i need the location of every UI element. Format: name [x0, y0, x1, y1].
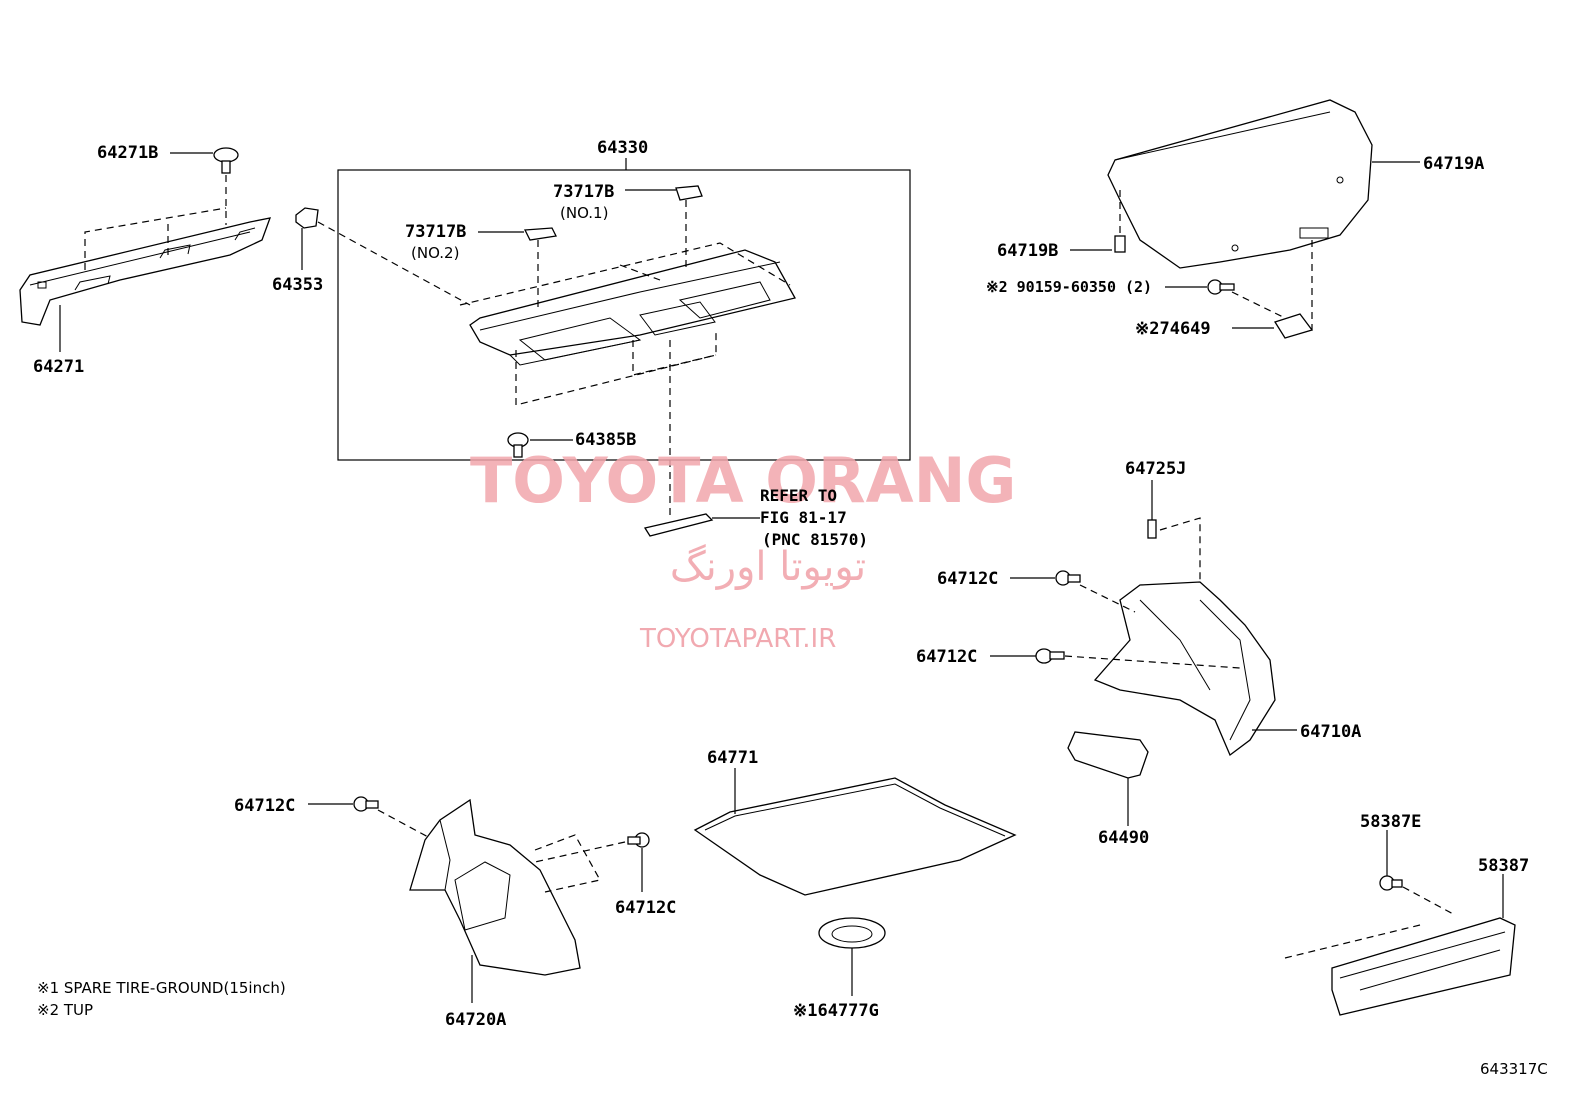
label-58387E: 58387E: [1360, 812, 1421, 832]
label-64777G: ※164777G: [793, 1001, 879, 1021]
part-64719A-trunk-lid-lining: [1107, 99, 1373, 269]
label-64771: 64771: [707, 748, 758, 768]
clip-64712C-d-icon: [627, 832, 650, 848]
clip-64712C-a-icon: [1055, 570, 1081, 586]
label-73717B-no1-sub: (NO.1): [560, 204, 608, 222]
part-64490-bracket: [1067, 731, 1149, 779]
note-2: ※2 TUP: [37, 1001, 93, 1019]
label-64712C-a: 64712C: [937, 569, 998, 589]
label-64385B: 64385B: [575, 430, 636, 450]
label-90159-60350: ※2 90159-60350 (2): [986, 278, 1152, 296]
clip-73717B-no1-icon: [675, 185, 703, 201]
label-73717B-no2-sub: (NO.2): [411, 244, 459, 262]
label-64353: 64353: [272, 275, 323, 295]
part-64710A-side-trim: [1093, 581, 1276, 757]
refer-line-2: FIG 81-17: [760, 508, 847, 527]
label-64712C-b: 64712C: [916, 647, 977, 667]
label-64720A: 64720A: [445, 1010, 506, 1030]
label-64490: 64490: [1098, 828, 1149, 848]
clip-64712C-b-icon: [1035, 648, 1065, 664]
clip-64271B-icon: [213, 147, 239, 174]
refer-line-3: (PNC 81570): [762, 530, 868, 549]
label-58387: 58387: [1478, 856, 1529, 876]
part-74649-striker: [1274, 313, 1314, 339]
label-64330: 64330: [597, 138, 648, 158]
figure-code: 643317C: [1480, 1060, 1548, 1078]
clip-64353-icon: [295, 207, 319, 229]
clip-58387E-icon: [1379, 875, 1403, 891]
label-64710A: 64710A: [1300, 722, 1361, 742]
part-64771-floor-mat: [693, 777, 1017, 896]
label-64719A: 64719A: [1423, 154, 1484, 174]
part-64777G-disc: [818, 917, 886, 949]
label-64719B: 64719B: [997, 241, 1058, 261]
clip-73717B-no2-icon: [523, 227, 557, 241]
note-1: ※1 SPARE TIRE-GROUND(15inch): [37, 979, 286, 997]
clip-64719B-icon: [1114, 235, 1126, 253]
label-74649: ※274649: [1135, 319, 1211, 339]
clip-64385B-icon: [507, 432, 529, 458]
label-73717B-no2: 73717B: [405, 222, 466, 242]
assembly-box-64330: [337, 169, 911, 461]
bolt-90159-icon: [1207, 279, 1235, 295]
part-refer-lamp: [643, 513, 714, 537]
label-64271: 64271: [33, 357, 84, 377]
part-64271-trim: [19, 217, 272, 326]
part-58387-scuff-plate: [1331, 917, 1516, 1016]
clip-64725J-icon: [1147, 519, 1157, 539]
label-64725J: 64725J: [1125, 459, 1186, 479]
refer-line-1: REFER TO: [760, 486, 837, 505]
label-73717B-no1: 73717B: [553, 182, 614, 202]
label-64712C-c: 64712C: [234, 796, 295, 816]
label-64271B: 64271B: [97, 143, 158, 163]
label-64712C-d: 64712C: [615, 898, 676, 918]
part-64720A-side-trim: [409, 798, 581, 976]
watermark-brand: TOYOTA ORANG: [470, 444, 1016, 517]
watermark-site: TOYOTAPART.IR: [639, 624, 836, 654]
part-64330-package-tray: [469, 249, 796, 366]
clip-64712C-c-icon: [353, 796, 379, 812]
watermark-persian: تویوتا اورنگ: [670, 544, 866, 590]
